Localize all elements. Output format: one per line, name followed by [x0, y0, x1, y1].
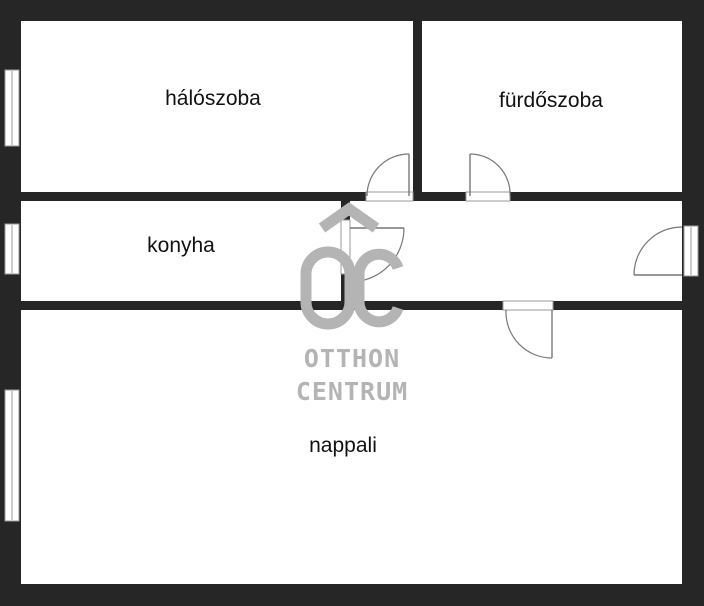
door-living — [502, 300, 554, 359]
wall-bedroom-kitchen — [18, 192, 366, 201]
wall-bath-hall — [413, 192, 685, 201]
room-label-kitchen: konyha — [147, 234, 215, 257]
room-label-bathroom: fürdőszoba — [499, 89, 603, 112]
window-hall — [683, 225, 699, 277]
outer-wall-bottom — [0, 584, 704, 606]
door-bedroom — [365, 153, 414, 202]
watermark-line1: OTTHON — [304, 344, 400, 373]
room-label-bedroom: hálószoba — [165, 87, 261, 110]
logo-roof-shape — [318, 202, 380, 233]
door-bathroom — [465, 153, 511, 202]
window-kitchen — [4, 223, 20, 275]
logo-c-shape — [353, 248, 404, 328]
room-label-living: nappali — [309, 434, 377, 457]
window-living — [4, 389, 20, 522]
logo-o-shape — [300, 246, 356, 330]
outer-wall-top — [0, 0, 704, 21]
otthon-centrum-logo — [300, 202, 404, 330]
wall-bedroom-bath — [413, 18, 422, 196]
door-hall-entry — [633, 226, 683, 276]
outer-wall-right — [682, 0, 704, 606]
window-bedroom — [4, 69, 20, 147]
watermark-line2: CENTRUM — [296, 377, 408, 406]
